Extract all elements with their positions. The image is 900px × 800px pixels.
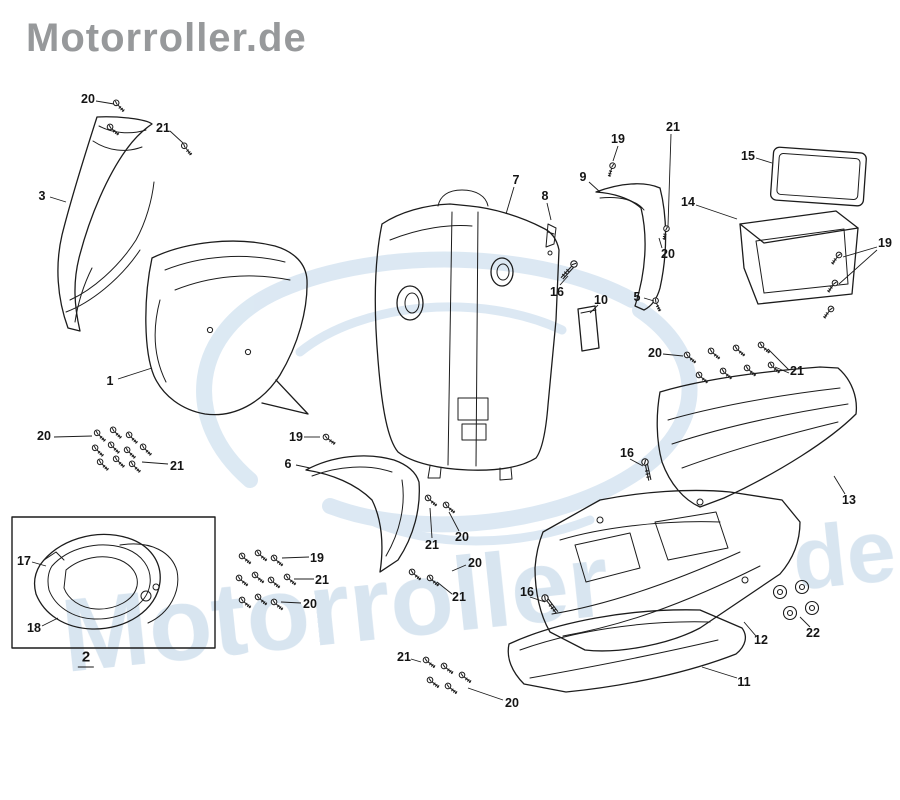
leader-lines xyxy=(31,100,878,701)
watermark-tld: de xyxy=(788,500,900,609)
part-11-under-cover xyxy=(507,609,747,693)
part-12-floorboard xyxy=(534,489,801,652)
part-22-grommets xyxy=(772,579,820,621)
part-2-headlight-box xyxy=(11,516,216,649)
part-10-trim-strip xyxy=(577,305,600,352)
part-13-rear-floor-panel xyxy=(656,366,858,508)
part-6-front-fender-strip xyxy=(305,455,420,573)
part-8-bracket xyxy=(545,223,557,256)
watermark-swoosh-icon xyxy=(196,251,698,546)
watermark-brand: Motorroller xyxy=(56,522,614,695)
part-3-front-upper-cover xyxy=(57,116,155,332)
part-14-storage-tray xyxy=(739,210,859,305)
part-7-inner-leg-shield xyxy=(374,189,560,481)
part-1-front-fairing xyxy=(145,240,309,416)
brand-logo: Motorroller.de xyxy=(26,16,307,60)
part-15-glovebox-lid xyxy=(769,146,867,207)
